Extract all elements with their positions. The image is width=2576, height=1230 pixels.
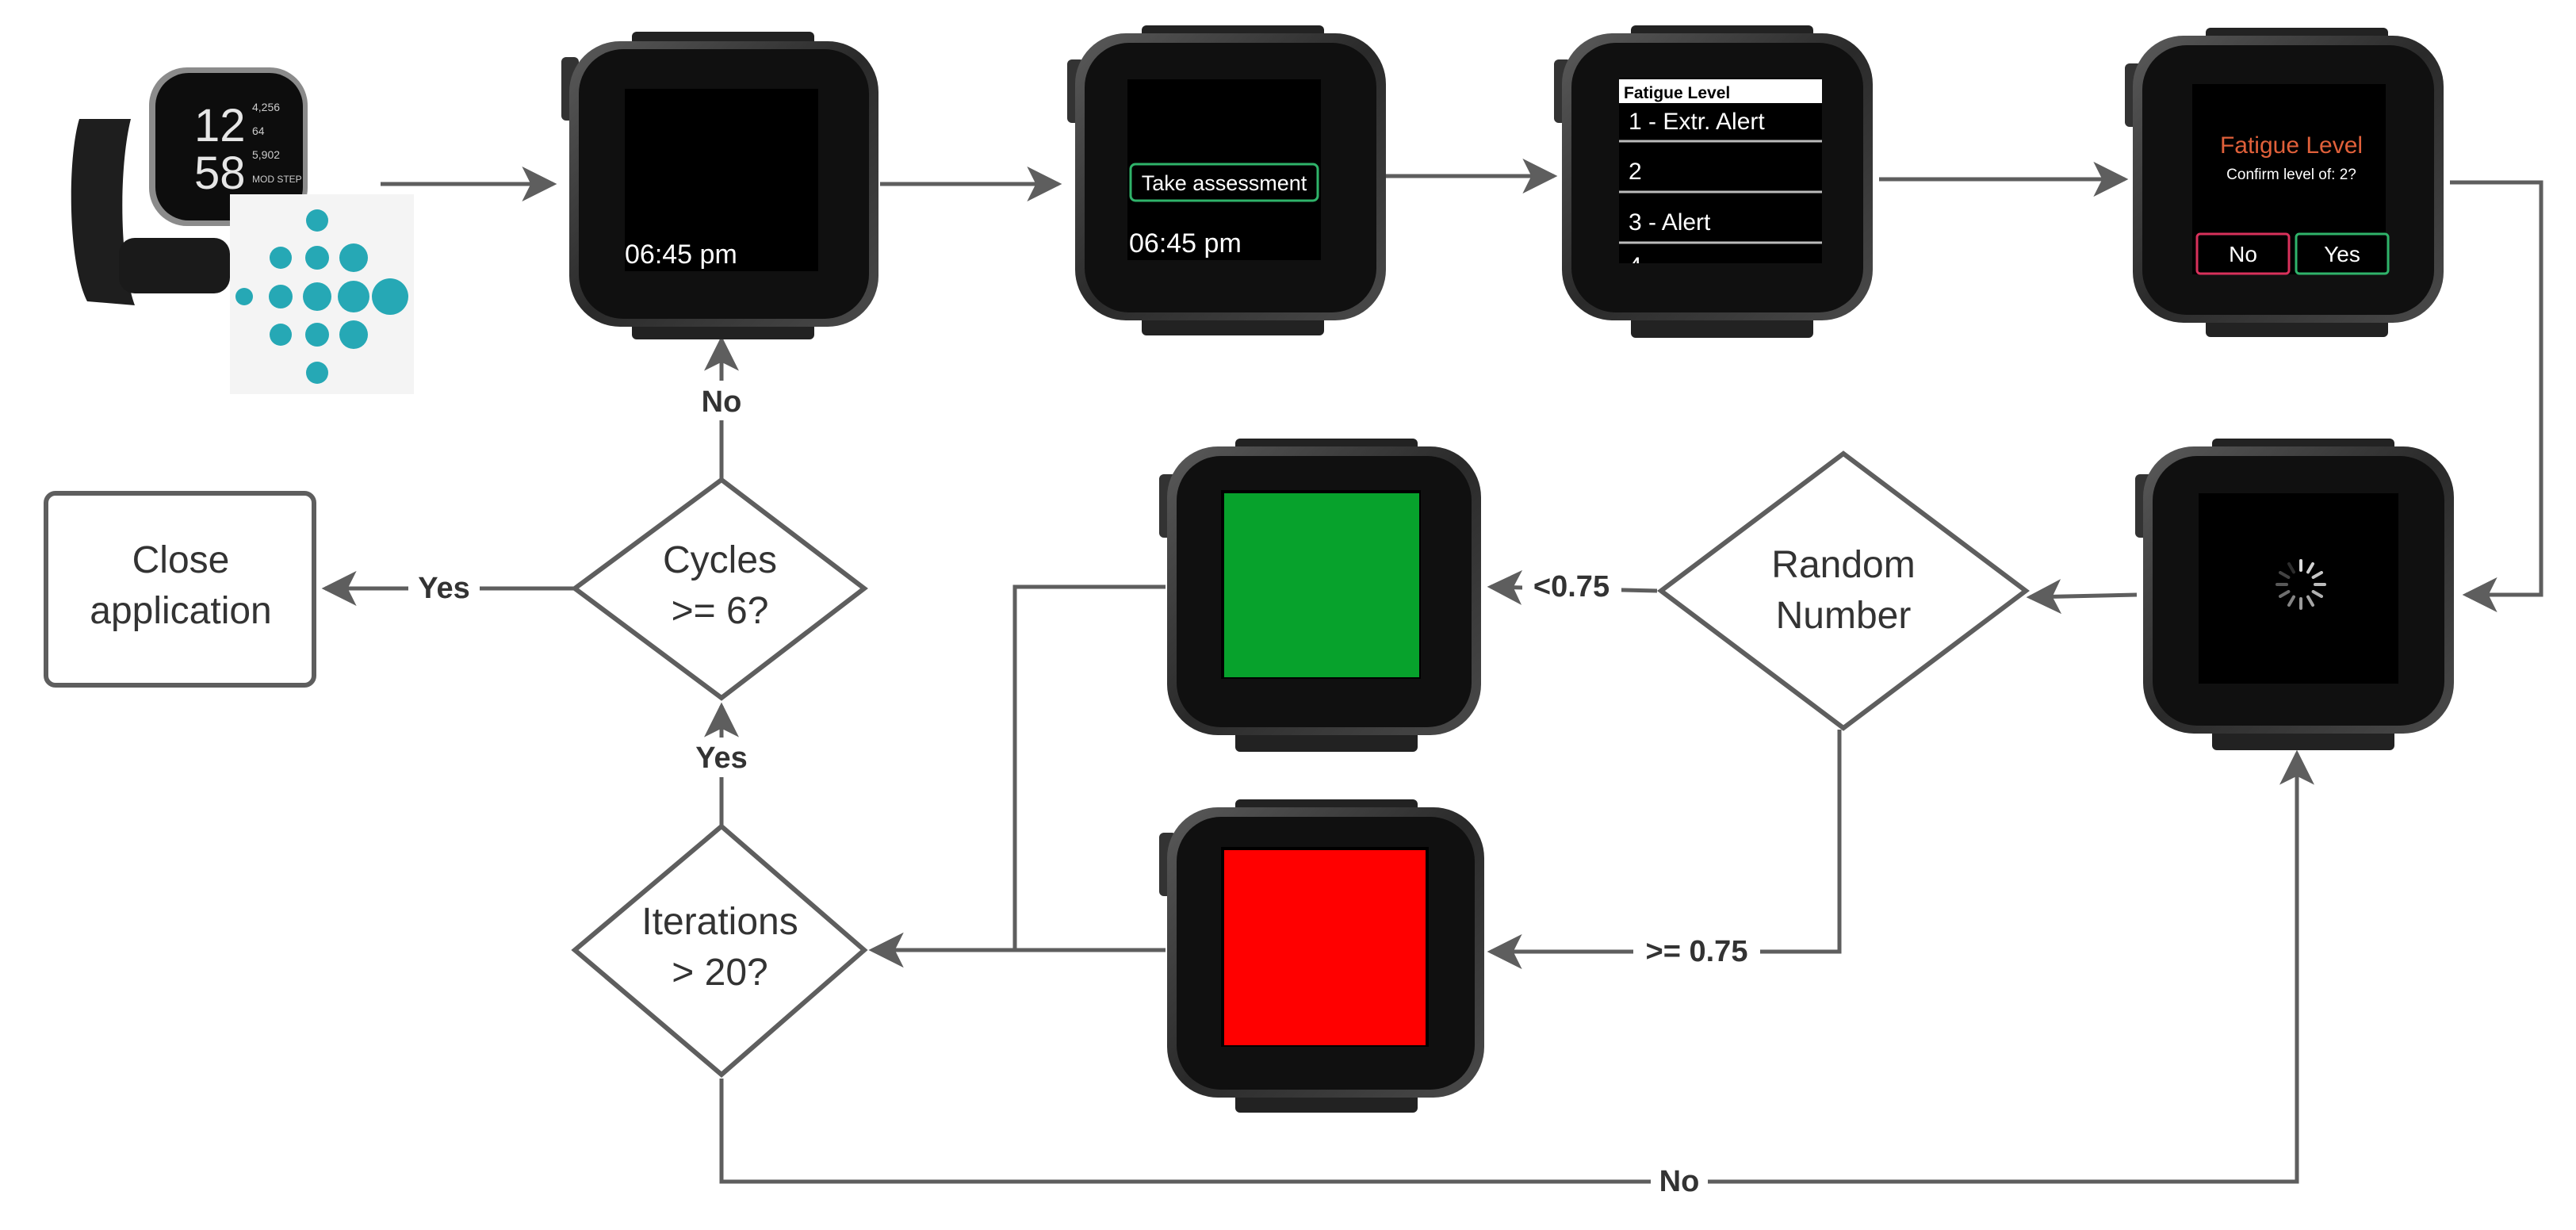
watch-screen-fatigue-list: Fatigue Level 1 - Extr. Alert 2 3 - Aler…	[1554, 25, 1873, 338]
decision-cycles: Cycles >= 6?	[570, 477, 868, 701]
random-label-line1: Random	[1771, 544, 1915, 586]
confirm-message: Confirm level of: 2?	[2226, 167, 2356, 183]
fatigue-item-2[interactable]: 2	[1619, 159, 1822, 194]
confirm-yes-button[interactable]: Yes	[2295, 232, 2390, 275]
watch-face-stat-2: 64	[252, 125, 265, 137]
clock-time: 06:45 pm	[625, 239, 737, 270]
iterations-label-line1: Iterations	[641, 901, 798, 943]
fatigue-item-2-label: 2	[1629, 159, 1642, 185]
take-assessment-button[interactable]: Take assessment	[1129, 163, 1319, 202]
random-label-line2: Number	[1776, 595, 1912, 637]
fatigue-item-3-label: 3 - Alert	[1629, 209, 1711, 236]
watch-screen-clock: 06:45 pm	[561, 32, 878, 339]
watch-screen-assessment: Take assessment 06:45 pm	[1067, 25, 1386, 335]
fatigue-list-header: Fatigue Level	[1624, 84, 1730, 102]
watch-face: 12 58 4,256 64 5,902 MOD STEP	[194, 100, 302, 199]
edge-labels: No Yes Yes <0.75 >= 0.75 No	[408, 381, 1760, 1202]
confirm-title: Fatigue Level	[2220, 132, 2363, 159]
process-close-application: Close application	[44, 491, 316, 688]
spinner-icon	[2276, 559, 2326, 610]
watch-screen-green	[1159, 439, 1481, 752]
red-square	[1224, 850, 1426, 1045]
cycles-label-line2: >= 6?	[672, 590, 769, 632]
close-label-line1: Close	[132, 539, 230, 581]
iterations-label-line2: > 20?	[672, 952, 767, 994]
decision-random-number: Random Number	[1657, 450, 2030, 731]
watch-screen-confirm: Fatigue Level Confirm level of: 2? No Ye…	[2125, 28, 2444, 337]
watch-face-minute: 58	[194, 148, 246, 199]
assessment-time: 06:45 pm	[1129, 228, 1242, 259]
watch-face-stat-1: 4,256	[252, 101, 280, 113]
fatigue-item-1-label: 1 - Extr. Alert	[1629, 109, 1765, 135]
take-assessment-label: Take assessment	[1142, 171, 1307, 195]
close-label-line2: application	[90, 590, 272, 632]
fatigue-item-1[interactable]: 1 - Extr. Alert	[1619, 109, 1822, 143]
confirm-no-label: No	[2229, 242, 2257, 266]
confirm-yes-label: Yes	[2324, 242, 2360, 266]
device-photo: 12 58 4,256 64 5,902 MOD STEP	[71, 67, 308, 305]
edge-label-less-than: <0.75	[1533, 570, 1610, 604]
edge-label-iterations-no: No	[1659, 1165, 1700, 1198]
edge-label-cycles-no: No	[702, 385, 742, 419]
watch-screen-red	[1159, 799, 1484, 1113]
edge-label-cycles-yes: Yes	[418, 572, 470, 605]
watch-face-stat-4: MOD STEP	[252, 174, 302, 185]
watch-face-hour: 12	[194, 100, 246, 151]
cycles-label-line1: Cycles	[663, 539, 777, 581]
decision-iterations: Iterations > 20?	[571, 823, 868, 1078]
confirm-no-button[interactable]: No	[2195, 232, 2291, 275]
fitbit-logo	[230, 194, 414, 394]
fatigue-item-3[interactable]: 3 - Alert	[1619, 209, 1822, 244]
watch-face-stat-3: 5,902	[252, 148, 280, 161]
edge-label-iterations-yes: Yes	[695, 741, 748, 775]
edge-label-greater-equal: >= 0.75	[1646, 935, 1748, 968]
watch-screen-loading	[2135, 439, 2454, 750]
green-square	[1224, 493, 1419, 677]
